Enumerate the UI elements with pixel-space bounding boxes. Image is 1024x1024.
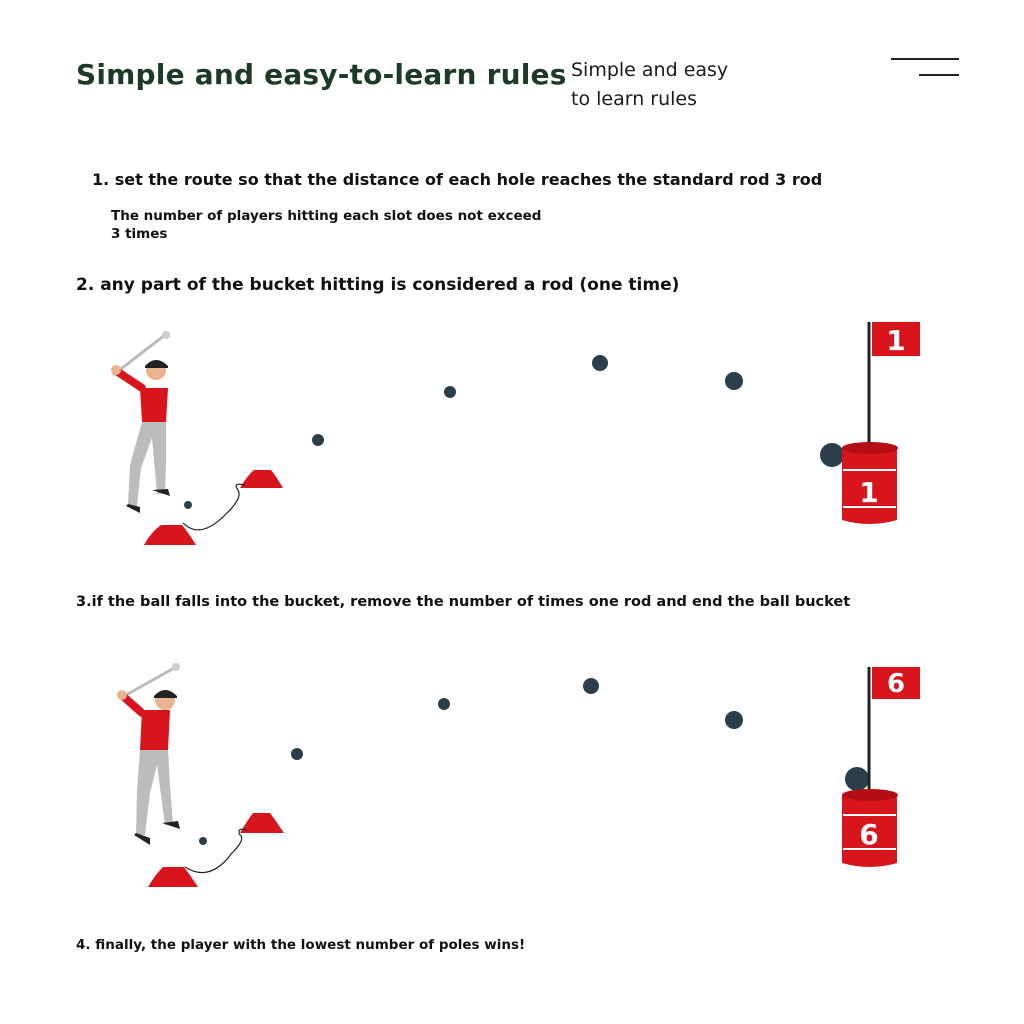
rule-4: 4. finally, the player with the lowest n…	[76, 937, 526, 953]
illustration-scene-2: 6 6	[117, 663, 920, 887]
rule-1: 1. set the route so that the distance of…	[92, 170, 823, 189]
bucket-number-2: 6	[859, 818, 878, 851]
page-title: Simple and easy-to-learn rules	[76, 58, 567, 91]
ball-trajectory	[199, 678, 869, 845]
flag-pole-1	[867, 322, 920, 445]
golfer-figure	[111, 331, 170, 513]
rule-1-note-line-2: 3 times	[111, 226, 168, 242]
flag-number-1: 1	[886, 324, 905, 357]
target-bucket-2	[842, 789, 898, 867]
rule-1-note-line-1: The number of players hitting each slot …	[111, 208, 542, 224]
tee-cones	[144, 470, 283, 545]
page-subtitle: Simple and easy to learn rules	[571, 56, 781, 114]
target-bucket-1	[842, 442, 898, 524]
subtitle-line-1: Simple and easy	[571, 59, 729, 81]
menu-icon[interactable]	[891, 56, 959, 78]
rule-3: 3.if the ball falls into the bucket, rem…	[76, 594, 851, 610]
ball-trajectory	[184, 355, 844, 509]
illustration-scene-1: 1 1	[111, 322, 920, 545]
rule-2: 2. any part of the bucket hitting is con…	[76, 275, 680, 295]
subtitle-line-2: to learn rules	[571, 88, 698, 110]
flag-pole-2	[867, 667, 920, 795]
golfer-figure	[117, 663, 180, 845]
bucket-number-1: 1	[859, 476, 878, 509]
rule-1-note: The number of players hitting each slot …	[111, 207, 571, 243]
flag-number-2: 6	[887, 669, 905, 699]
tee-cones	[148, 813, 284, 887]
